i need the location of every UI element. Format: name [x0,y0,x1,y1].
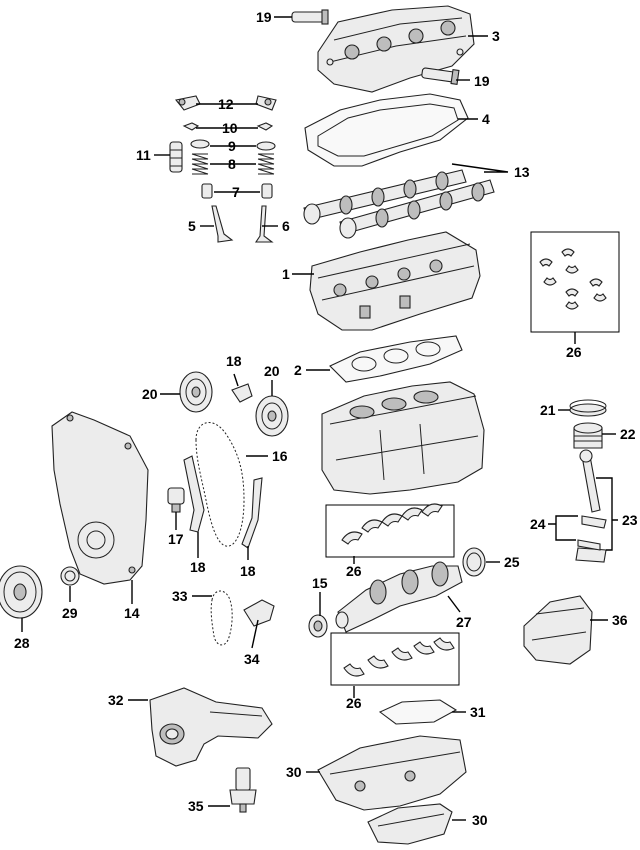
valve-retainer-part-right [256,141,276,151]
chain-tensioner-part [167,487,185,513]
ignition-coil-part-lower [421,67,460,85]
valve-seal-part-right [261,183,273,199]
rear-main-seal-part [462,547,486,577]
head-gasket-part [329,335,463,383]
callout-6: 6 [282,218,290,234]
callout-5: 5 [188,218,196,234]
callout-13: 13 [514,164,530,180]
crankshaft-pulley-part [0,565,43,619]
callout-21: 21 [540,402,556,418]
callout-16: 16 [272,448,288,464]
valve-keeper-part-right [256,122,274,131]
crankshaft-sprocket-part [308,614,328,638]
bearing-box-lower [330,632,460,686]
valve-cover-gasket-part [304,93,469,167]
valve-spring-part-right [257,153,275,175]
cam-phaser-part-left [179,371,213,413]
callout-18-top: 18 [226,353,242,369]
callout-20-left: 20 [142,386,158,402]
exhaust-valve-part [254,205,274,243]
cylinder-head-part [309,231,481,331]
callout-9: 9 [228,138,236,154]
callout-20-right: 20 [264,363,280,379]
timing-chain-guide-part-left [183,455,205,533]
callout-labels: 19 3 19 12 4 10 9 11 8 13 7 5 6 1 26 2 1… [14,9,638,828]
callout-18-left: 18 [190,559,206,575]
oil-pump-chain-part [210,590,233,646]
callout-34: 34 [244,651,260,667]
crankshaft-part [335,561,463,633]
valve-seal-part-left [201,183,213,199]
callout-12: 12 [218,96,234,112]
engine-bracket-part [523,595,593,665]
camshaft-part-upper [303,169,467,225]
engine-block-part [321,381,485,495]
callout-19-lower: 19 [474,73,490,89]
callout-10: 10 [222,120,238,136]
callout-18-right: 18 [240,563,256,579]
valve-retainer-part-left [190,139,210,149]
callout-23: 23 [622,512,638,528]
callout-35: 35 [188,798,204,814]
leader-lines [21,16,618,821]
callout-1: 1 [282,266,290,282]
callout-30-lower: 30 [472,812,488,828]
connecting-rod-part [575,449,607,563]
oil-pan-part-upper [317,735,467,811]
intake-valve-part [211,205,234,243]
timing-chain-part [195,422,245,547]
callout-3: 3 [492,28,500,44]
rocker-arm-part-left [175,95,201,111]
bearing-box-middle [325,503,455,558]
oil-pump-chain-guide-part [243,599,275,627]
callout-11: 11 [136,147,151,163]
callout-29: 29 [62,605,78,621]
callout-17: 17 [168,531,184,547]
timing-cover-part [51,411,149,585]
rod-bearing-part-lower [577,539,601,551]
callout-14: 14 [124,605,140,621]
callout-31: 31 [470,704,486,720]
callout-2: 2 [294,362,302,378]
callout-33: 33 [172,588,188,604]
bearing-box-top [530,231,620,333]
callout-19-upper: 19 [256,9,272,25]
callout-26-middle: 26 [346,563,362,579]
oil-pan-part-lower [367,803,453,845]
callout-27: 27 [456,614,472,630]
oil-pump-part [149,687,273,767]
rocker-arm-part-right [255,95,277,111]
rod-bearing-part-upper [581,515,607,529]
piston-part [573,422,603,449]
oil-pressure-sensor-part [229,767,257,813]
callout-7: 7 [232,184,240,200]
front-seal-part [60,566,80,586]
camshaft-part-lower [339,179,495,239]
callout-25: 25 [504,554,520,570]
lash-adjuster-part [169,141,183,173]
valve-keeper-part-left [182,122,200,131]
callout-32: 32 [108,692,124,708]
callout-26-top: 26 [566,344,582,360]
oil-pan-gasket-part [378,699,458,725]
piston-rings-part [569,399,607,417]
ignition-coil-part-upper [291,9,329,25]
callout-4: 4 [482,111,490,127]
cam-phaser-part-right [255,395,289,437]
callout-8: 8 [228,156,236,172]
callout-28: 28 [14,635,30,651]
timing-chain-guide-part-right [241,477,263,549]
callout-22: 22 [620,426,636,442]
callout-30-upper: 30 [286,764,302,780]
callout-15: 15 [312,575,328,591]
callout-24: 24 [530,516,546,532]
timing-chain-guide-part-top [231,383,253,403]
callout-26-lower: 26 [346,695,362,711]
callout-36: 36 [612,612,628,628]
valve-spring-part-left [191,153,209,175]
